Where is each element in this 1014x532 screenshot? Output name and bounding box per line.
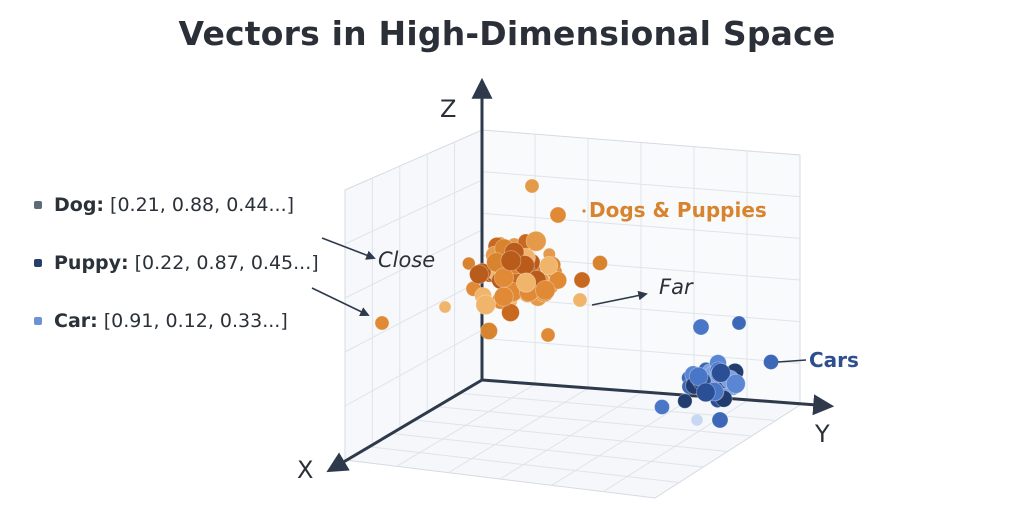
legend-vector-car: [0.91, 0.12, 0.33...] [103, 310, 288, 332]
dog-vector-point [573, 271, 591, 289]
dog-vector-point [493, 286, 514, 307]
left-wall-gridline [344, 279, 483, 353]
dog-vector-point [500, 250, 522, 272]
dog-marker-icon [34, 201, 42, 209]
legend-item-car: Car: [0.91, 0.12, 0.33...] [34, 302, 319, 340]
cars-cluster [654, 315, 779, 429]
dog-vector-point [469, 264, 489, 285]
car-vector-point [711, 411, 729, 429]
legend-label-car: Car: [54, 310, 98, 332]
close-pointer-arrow [321, 237, 376, 260]
dog-vector-point [475, 294, 496, 316]
car-vector-point [763, 354, 779, 370]
cars-cluster-label: Cars [809, 348, 859, 372]
left-wall-gridline [344, 329, 483, 407]
dog-vector-point [549, 206, 567, 224]
left-wall-gridline [344, 229, 483, 299]
grid-planes [343, 129, 802, 499]
x-axis [326, 378, 483, 473]
dog-vector-point [480, 322, 498, 340]
car-vector-point [692, 318, 710, 336]
dog-vector-point [525, 230, 547, 252]
legend-vector-dog: [0.21, 0.88, 0.44...] [110, 194, 295, 216]
dog-vector-point [374, 315, 390, 331]
car-vector-point [654, 399, 670, 415]
legend-label-puppy: Puppy: [54, 252, 129, 274]
dog-vector-point [501, 303, 520, 322]
back-wall-gridline [481, 337, 801, 364]
dogs-label-dot [582, 209, 586, 213]
dog-vector-point [493, 267, 514, 288]
y-axis-label: Y [814, 420, 830, 448]
dog-vector-point [592, 255, 608, 271]
far-pointer-arrow [591, 290, 648, 306]
dogs-cluster-label: Dogs & Puppies [589, 198, 767, 222]
dog-vector-point [539, 256, 559, 276]
z-axis-label: Z [440, 95, 456, 123]
car-vector-point [731, 315, 747, 331]
legend-vector-puppy: [0.22, 0.87, 0.45...] [134, 252, 319, 274]
y-axis [481, 378, 835, 416]
car-vector-point [711, 363, 731, 383]
legend-item-puppy: Puppy: [0.22, 0.87, 0.45...] [34, 244, 319, 282]
diagram-title: Vectors in High-Dimensional Space [178, 14, 836, 53]
dog-vector-point [515, 272, 537, 293]
puppy-marker-icon [34, 259, 42, 267]
legend-label-dog: Dog: [54, 194, 105, 216]
car-vector-point [677, 393, 693, 409]
vector-legend: Dog: [0.21, 0.88, 0.44...] Puppy: [0.22,… [34, 186, 319, 360]
floor-gridline [367, 446, 680, 483]
car-pointer-arrow [311, 287, 370, 316]
dog-vector-point [438, 300, 452, 314]
dog-vector-point [572, 292, 588, 308]
car-marker-icon [34, 317, 42, 325]
close-label: Close [378, 248, 435, 272]
legend-item-dog: Dog: [0.21, 0.88, 0.44...] [34, 186, 319, 224]
left-wall-gridline [344, 179, 483, 245]
cars-label-leader [777, 359, 807, 363]
dog-vector-point [524, 178, 540, 194]
dog-vector-point [461, 256, 476, 271]
car-vector-point [688, 366, 709, 387]
car-vector-point [725, 373, 746, 394]
car-vector-point [690, 413, 704, 427]
dog-vector-point [548, 271, 568, 290]
dog-vector-point [535, 280, 556, 301]
far-label: Far [659, 275, 694, 299]
dogs-cluster [374, 178, 608, 343]
car-vector-point [695, 382, 716, 403]
x-axis-label: X [297, 456, 313, 484]
dog-vector-point [540, 327, 556, 343]
